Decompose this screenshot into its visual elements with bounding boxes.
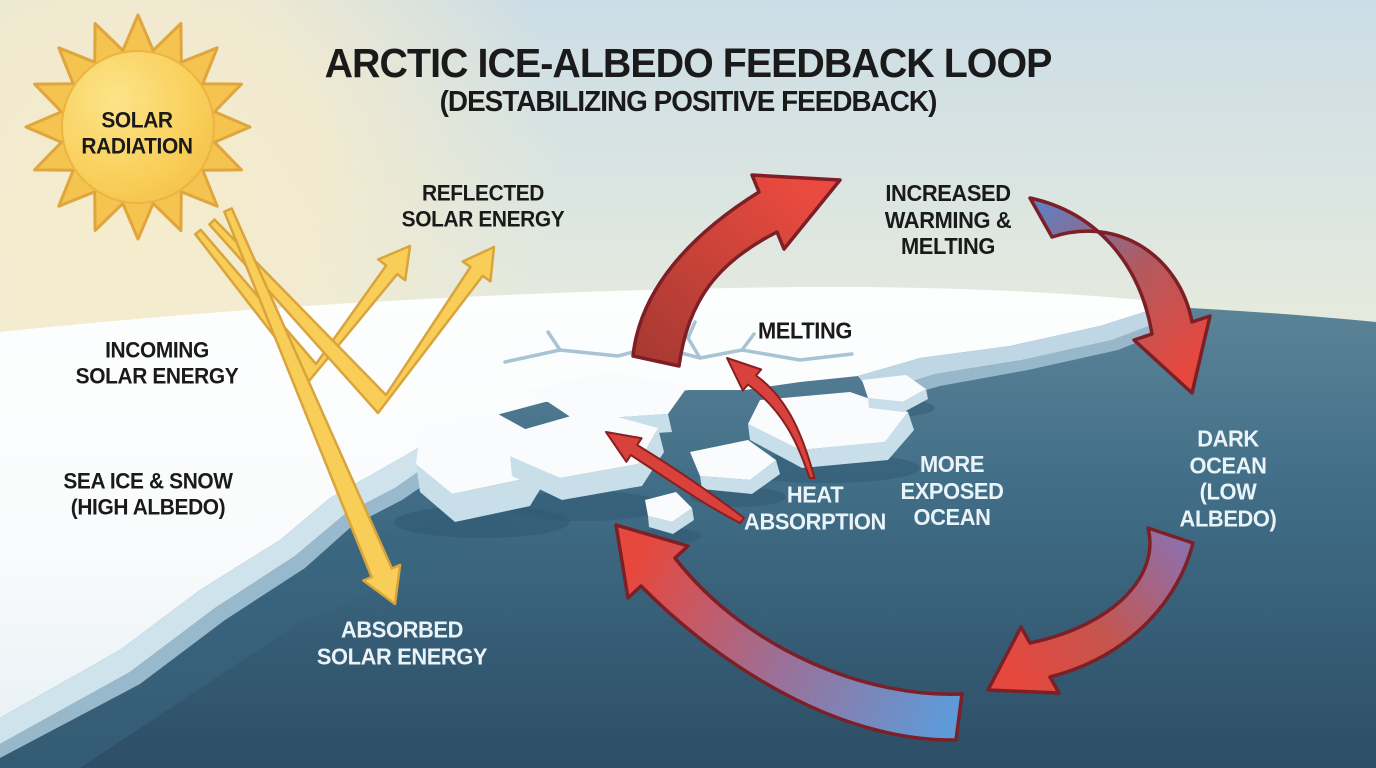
- diagram-subtitle: (DESTABILIZING POSITIVE FEEDBACK): [439, 86, 938, 118]
- floe-top: [530, 372, 688, 420]
- floe-top: [510, 410, 658, 478]
- ice-floes: [394, 372, 935, 544]
- ice-front-waterline: [0, 462, 440, 758]
- label-increased-warming: INCREASED WARMING & MELTING: [884, 179, 1012, 260]
- reflected-ray-arrow-2: [208, 218, 496, 415]
- sun-core: [61, 50, 215, 204]
- label-solar-radiation: SOLAR RADIATION: [81, 107, 193, 158]
- ice-cliff-waterline: [872, 315, 1182, 404]
- feedback-arrow-warming: [631, 173, 842, 368]
- feedback-arrow-to-dark-ocean: [1028, 196, 1212, 395]
- ice-cliff-face: [858, 303, 1178, 394]
- floe-top: [690, 440, 776, 480]
- floe-side: [510, 428, 664, 500]
- label-dark-ocean: DARK OCEAN (LOW ALBEDO): [1179, 425, 1277, 532]
- feedback-loop-arrows: [614, 173, 1212, 742]
- floe-top: [645, 492, 692, 522]
- sun-icon: [24, 13, 252, 241]
- label-heat-absorption: HEAT ABSORPTION: [744, 481, 886, 534]
- feedback-arrow-to-ice: [614, 523, 964, 742]
- label-absorbed-solar-energy: ABSORBED SOLAR ENERGY: [316, 616, 488, 669]
- floe-shadow: [505, 491, 665, 521]
- heat-absorption-arrows: [605, 357, 816, 524]
- heat-arrow-ice: [605, 431, 745, 524]
- label-melting: MELTING: [757, 317, 853, 344]
- label-more-exposed-ocean: MORE EXPOSED OCEAN: [900, 450, 1004, 531]
- absorbed-ray-arrow: [223, 207, 402, 606]
- floe-side: [648, 508, 694, 534]
- floe-top: [748, 392, 908, 450]
- feedback-arrow-down-left: [986, 526, 1195, 695]
- label-sea-ice-snow: SEA ICE & SNOW (HIGH ALBEDO): [63, 468, 233, 519]
- floe-side: [868, 389, 928, 412]
- floe-side: [700, 460, 780, 494]
- ice-front-band: [0, 447, 432, 744]
- floe-top: [862, 375, 926, 402]
- ice-sheet: [0, 286, 1172, 718]
- label-reflected-solar-energy: REFLECTED SOLAR ENERGY: [401, 180, 565, 231]
- floe-side: [416, 440, 553, 522]
- floe-side: [748, 412, 914, 468]
- solar-ray-arrows: [194, 207, 496, 606]
- label-incoming-solar-energy: INCOMING SOLAR ENERGY: [75, 337, 239, 388]
- diagram-title: ARCTIC ICE-ALBEDO FEEDBACK LOOP: [324, 40, 1053, 86]
- heat-arrow-melting: [726, 357, 816, 479]
